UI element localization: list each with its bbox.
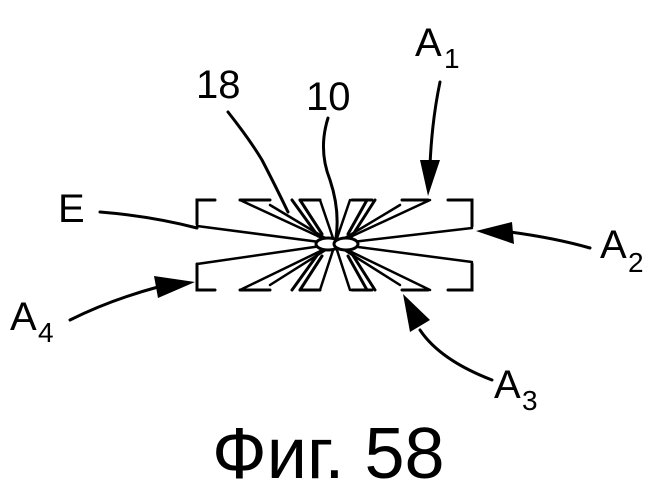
figure-caption: Фиг. 58 [212, 414, 445, 494]
arrow-a1-shaft [430, 82, 440, 165]
label-a4: A 4 [10, 295, 54, 348]
svg-text:4: 4 [38, 317, 54, 348]
svg-text:A: A [415, 21, 442, 65]
label-a1: A 1 [415, 21, 460, 74]
arrow-a3-head [403, 294, 430, 332]
label-a3: A 3 [494, 363, 538, 416]
label-a2: A 2 [600, 223, 644, 278]
arrow-a4-shaft [70, 287, 158, 320]
arrow-a4-head [154, 276, 195, 298]
svg-text:3: 3 [522, 385, 538, 416]
svg-text:2: 2 [628, 247, 644, 278]
arrow-a2-shaft [510, 232, 590, 248]
svg-text:A: A [600, 223, 627, 267]
label-18: 18 [196, 63, 241, 107]
arrow-a2-head [476, 222, 514, 244]
center-element [316, 238, 358, 250]
svg-text:A: A [494, 363, 521, 407]
label-e: E [58, 187, 85, 231]
svg-text:1: 1 [444, 43, 460, 74]
arrow-a3-shaft [420, 330, 492, 380]
leader-lines [100, 112, 337, 238]
arrow-a1-head [420, 160, 440, 196]
svg-text:A: A [10, 295, 37, 339]
label-10: 10 [306, 75, 351, 119]
